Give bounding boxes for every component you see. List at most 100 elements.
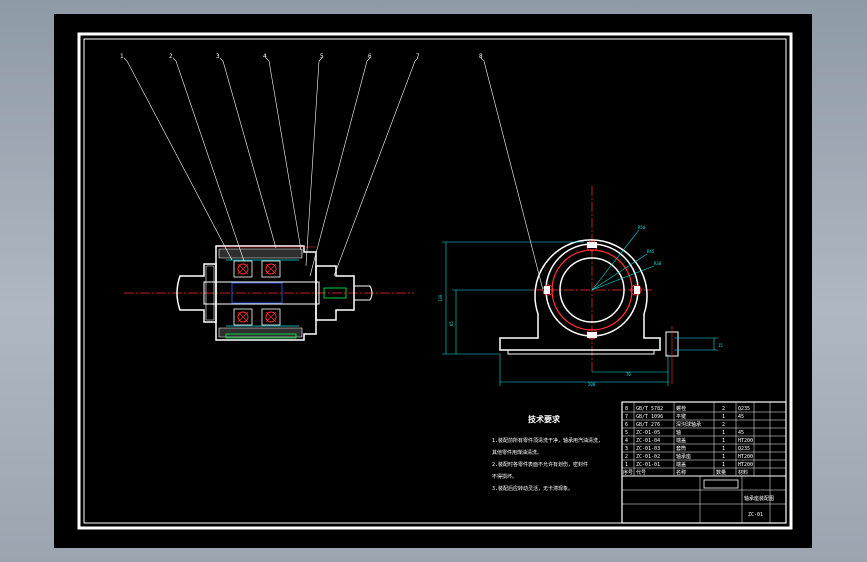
bearing-right-top [261,260,281,278]
part-row-1-mat: HT200 [738,462,753,468]
pedestal-base-foot [507,350,655,355]
shaft-blue-section [231,282,283,304]
callout-6: 6 [368,53,372,60]
bearing-right-bottom [261,308,281,326]
sheet-border-inner [83,38,787,524]
part-row-6-code: GB/T 276 [636,422,660,428]
header-qty: 数量 [716,469,726,476]
part-row-2-no: 2 [625,454,628,460]
note-line-5: 3.装配后应转动灵活，无卡滞现象。 [492,485,573,492]
dim-radius-mid: R45 [647,249,655,254]
part-row-6-no: 6 [625,422,628,428]
callout-4: 4 [263,53,267,60]
part-row-6-qty: 2 [722,422,725,428]
housing-hatch-bottom [218,327,303,338]
part-row-3-name: 套筒 [676,445,686,452]
sheet-border-outer [77,32,793,530]
part-row-4-code: ZC-01-04 [636,438,660,444]
leaders [123,57,545,295]
note-line-2: 其他零件用煤油清洗。 [492,449,542,456]
part-row-7-mat: 45 [738,414,744,420]
note-line-1: 1.装配前所有零件须清洗干净，轴承用汽油清洗， [492,437,603,444]
key-slot [323,287,347,299]
part-row-3-qty: 1 [722,446,725,452]
part-row-5-code: ZC-01-05 [636,430,660,436]
callout-8: 8 [479,53,483,60]
part-row-4-name: 端盖 [676,437,686,444]
right-end-cap [315,265,355,321]
part-row-8-mat: Q235 [738,406,750,412]
shaft [203,281,320,305]
part-row-7-no: 7 [625,414,628,420]
bearing-left-bottom [233,308,253,326]
callout-2: 2 [169,53,173,60]
part-row-8-code: GB/T 5782 [636,406,663,412]
part-row-8-qty: 2 [722,406,725,412]
dim-height: 130 [438,294,443,302]
callout-3: 3 [216,53,220,60]
header-name: 名称 [676,469,686,476]
title-cell-box [703,479,739,489]
dim-center-height: 65 [449,321,454,326]
section-view [124,245,414,341]
front-view: R50 R45 R30 130 65 200 70 15 [438,186,723,387]
part-row-1-no: 1 [625,462,628,468]
title-block: 8 GB/T 5782 螺栓 2 Q235 7 GB/T 1096 平键 1 4… [621,401,787,524]
part-row-2-code: ZC-01-02 [636,454,660,460]
left-cap-hatch [205,265,215,321]
part-row-3-code: ZC-01-03 [636,446,660,452]
drawing-number: ZC-01 [748,512,763,518]
dim-radius-inner: R30 [654,261,662,266]
header-code: 代号 [636,469,646,476]
middle-ring [551,249,633,331]
part-row-7-code: GB/T 1096 [636,414,663,420]
callout-1: 1 [120,53,124,60]
part-row-5-mat: 45 [738,430,744,436]
dim-radius-outer: R50 [638,225,646,230]
part-row-7-name: 平键 [676,413,686,420]
drawing-name: 轴承座装配图 [744,495,774,502]
dim-base-thickness: 15 [718,343,723,348]
part-row-3-no: 3 [625,446,628,452]
cad-viewport[interactable]: 1 2 3 4 5 6 7 8 [54,14,812,548]
part-row-1-qty: 1 [722,462,725,468]
part-row-2-name: 轴承座 [676,453,691,460]
part-row-4-no: 4 [625,438,628,444]
lube-hole-fill [544,242,640,338]
left-end-cap [176,263,217,323]
part-row-7-qty: 1 [722,414,725,420]
part-row-6-name: 深沟球轴承 [676,421,701,428]
assembly-drawing: 1 2 3 4 5 6 7 8 [77,32,793,530]
part-row-5-name: 轴 [676,429,681,436]
callout-5: 5 [320,53,324,60]
part-row-4-qty: 1 [722,438,725,444]
part-row-4-mat: HT200 [738,438,753,444]
radius-leaders [591,229,655,291]
parts-list: 8 GB/T 5782 螺栓 2 Q235 7 GB/T 1096 平键 1 4… [623,405,753,476]
part-row-3-mat: Q235 [738,446,750,452]
note-line-3: 2.装配时各零件表面不允许有划伤，密封件 [492,461,588,468]
housing-hatch-top [218,248,303,259]
technical-notes: 技术要求 1.装配前所有零件须清洗干净，轴承用汽油清洗， 其他零件用煤油清洗。 … [492,414,603,492]
part-row-1-name: 端盖 [676,461,686,468]
part-row-8-no: 8 [625,406,628,412]
part-row-1-code: ZC-01-01 [636,462,660,468]
part-row-5-no: 5 [625,430,628,436]
dim-base-length: 200 [588,382,596,387]
inner-bore [559,257,625,323]
part-row-2-qty: 1 [722,454,725,460]
note-line-4: 不得损坏。 [492,473,517,480]
pedestal-body [499,239,661,351]
callout-7: 7 [416,53,420,60]
notes-title: 技术要求 [528,414,561,424]
header-no: 序号 [623,469,633,476]
housing-outline [215,245,317,341]
part-row-5-qty: 1 [722,430,725,436]
part-row-8-name: 螺栓 [676,405,686,412]
part-row-2-mat: HT200 [738,454,753,460]
dim-bolt-spacing: 70 [626,372,631,377]
base-strip [225,333,297,339]
header-mat: 材料 [738,469,748,476]
shaft-extension [353,285,373,301]
dimension-lines [442,241,718,386]
